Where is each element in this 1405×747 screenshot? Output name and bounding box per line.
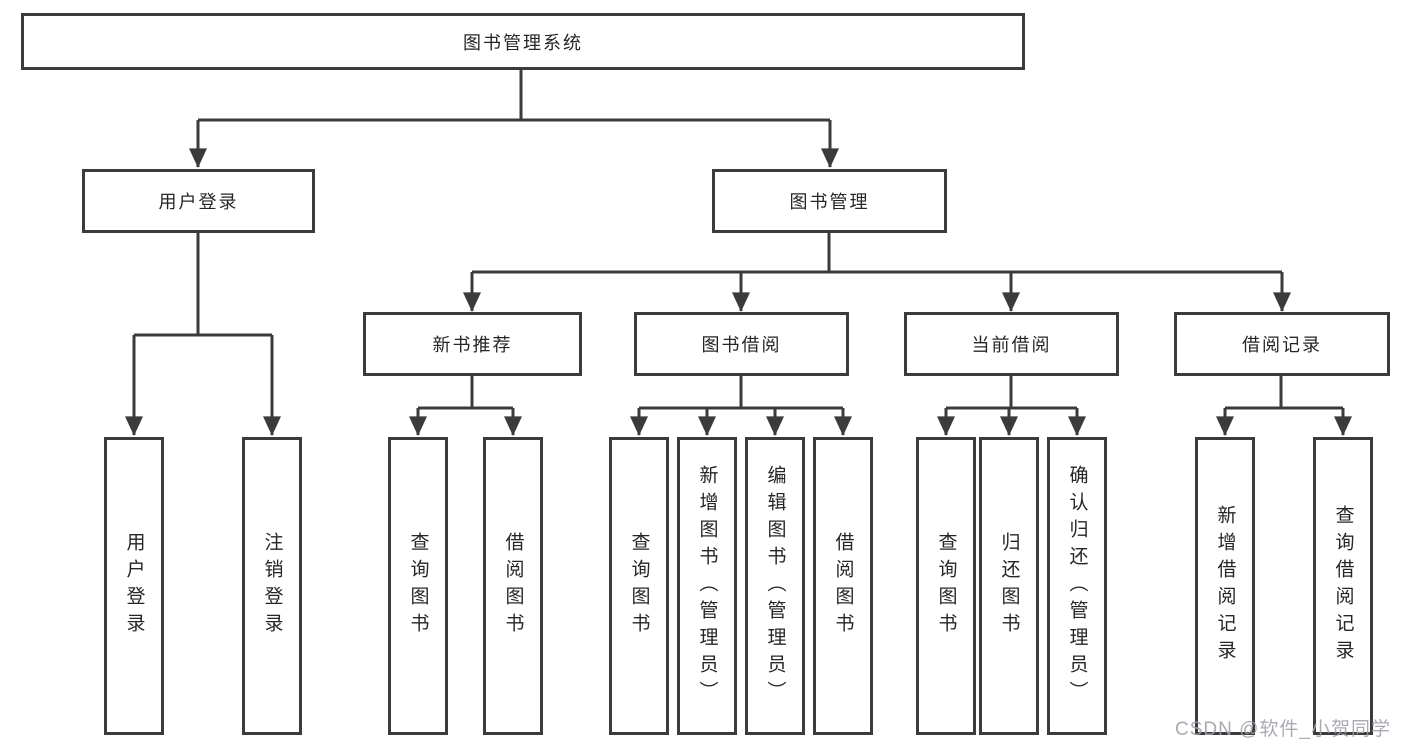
node-label: 查询图书 <box>935 532 957 640</box>
node-current-borrowing: 当前借阅 <box>904 312 1119 376</box>
leaf-add-borrow-record: 新增借阅记录 <box>1195 437 1255 735</box>
leaf-logout: 注销登录 <box>242 437 302 735</box>
node-label: 查询图书 <box>628 532 650 640</box>
leaf-edit-books-admin: 编辑图书（管理员） <box>745 437 805 735</box>
node-label: 借阅图书 <box>502 532 524 640</box>
node-label: 借阅图书 <box>832 532 854 640</box>
leaf-borrow-books: 借阅图书 <box>813 437 873 735</box>
leaf-confirm-return-admin: 确认归还（管理员） <box>1047 437 1107 735</box>
leaf-query-books-borrow: 查询图书 <box>609 437 669 735</box>
node-label: 新增图书（管理员） <box>696 464 718 708</box>
node-borrowing-records: 借阅记录 <box>1174 312 1390 376</box>
node-label: 查询图书 <box>407 532 429 640</box>
leaf-query-books-recommend: 查询图书 <box>388 437 448 735</box>
leaf-add-books-admin: 新增图书（管理员） <box>677 437 737 735</box>
node-label: 图书管理 <box>789 192 870 212</box>
node-user-login: 用户登录 <box>82 169 315 233</box>
node-label: 注销登录 <box>261 532 283 640</box>
node-label: 查询借阅记录 <box>1332 505 1354 667</box>
node-label: 借阅记录 <box>1242 335 1322 355</box>
leaf-return-books: 归还图书 <box>979 437 1039 735</box>
leaf-query-borrow-record: 查询借阅记录 <box>1313 437 1373 735</box>
leaf-user-login: 用户登录 <box>104 437 164 735</box>
node-label: 新增借阅记录 <box>1214 505 1236 667</box>
node-label: 用户登录 <box>158 192 239 212</box>
connector-skeleton <box>134 69 1343 410</box>
node-label: 当前借阅 <box>971 335 1052 355</box>
leaf-query-books-current: 查询图书 <box>916 437 976 735</box>
node-label: 图书管理系统 <box>463 32 583 53</box>
watermark: CSDN @软件_小贺同学 <box>1175 719 1391 740</box>
node-label: 编辑图书（管理员） <box>764 464 786 708</box>
leaf-borrow-books-recommend: 借阅图书 <box>483 437 543 735</box>
node-label: 新书推荐 <box>432 335 513 355</box>
node-book-borrowing: 图书借阅 <box>634 312 849 376</box>
node-label: 图书借阅 <box>701 335 782 355</box>
node-book-management: 图书管理 <box>712 169 947 233</box>
node-label: 用户登录 <box>123 532 145 640</box>
node-label: 归还图书 <box>998 532 1020 640</box>
node-library-management-system: 图书管理系统 <box>21 13 1025 70</box>
node-label: 确认归还（管理员） <box>1066 464 1088 708</box>
node-new-book-recommendation: 新书推荐 <box>363 312 582 376</box>
